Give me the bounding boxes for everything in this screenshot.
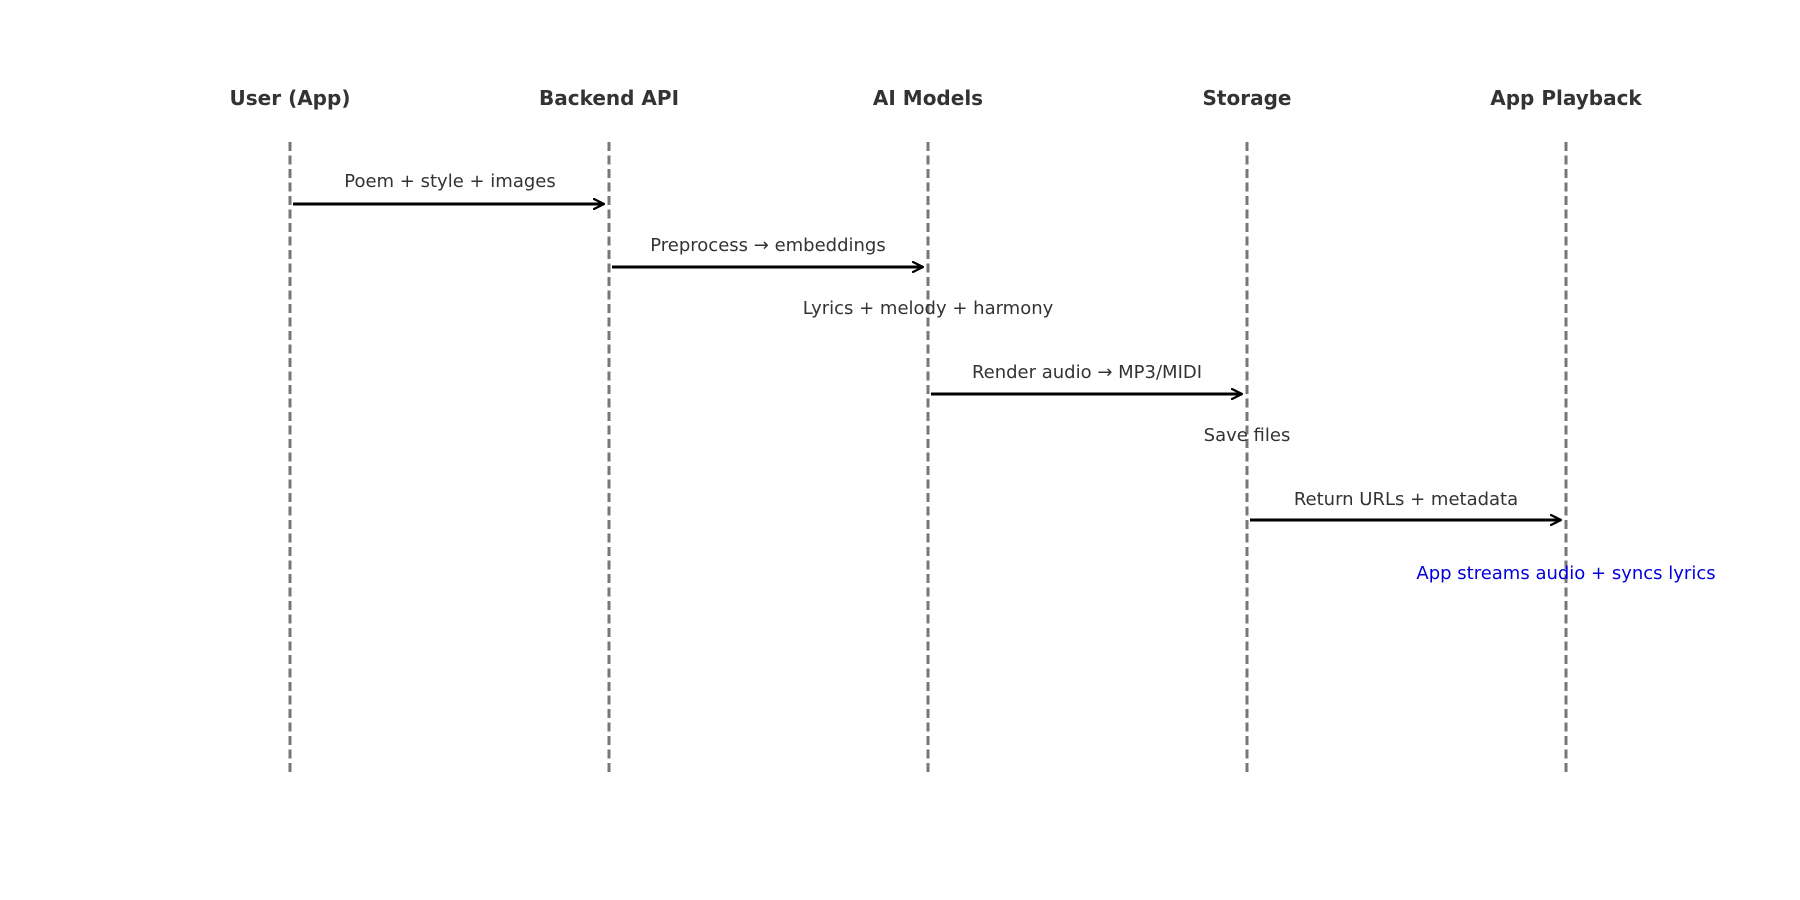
participant-label-ai-models: AI Models [873, 86, 983, 110]
message-label-poem-style-images: Poem + style + images [344, 171, 556, 192]
message-label-lyrics-melody-harmony: Lyrics + melody + harmony [803, 298, 1054, 319]
participant-label-user-app: User (App) [230, 86, 351, 110]
participant-label-storage: Storage [1203, 86, 1292, 110]
message-label-preprocess-embeddings: Preprocess → embeddings [650, 235, 886, 256]
message-label-render-audio: Render audio → MP3/MIDI [972, 362, 1202, 383]
participant-label-app-playback: App Playback [1490, 86, 1642, 110]
message-label-return-urls-metadata: Return URLs + metadata [1294, 489, 1518, 510]
message-label-save-files: Save files [1204, 425, 1291, 446]
participant-label-backend-api: Backend API [539, 86, 679, 110]
final-note-app-streams: App streams audio + syncs lyrics [1416, 563, 1715, 584]
